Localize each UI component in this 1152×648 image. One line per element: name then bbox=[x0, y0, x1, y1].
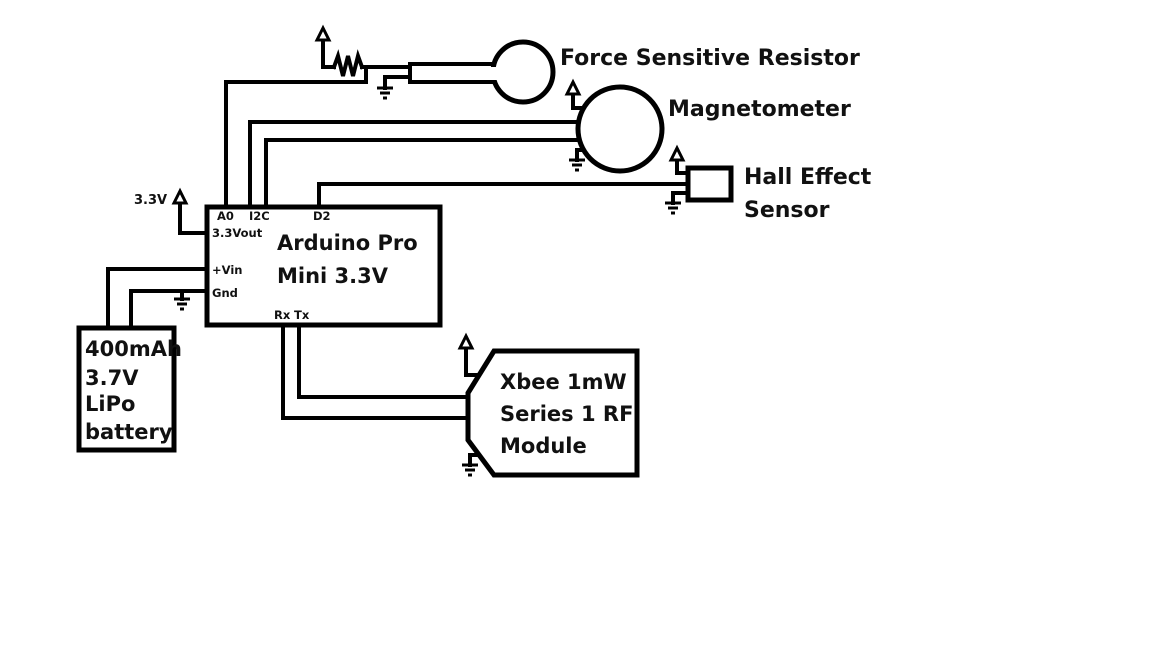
wire-d2-hall bbox=[317, 182, 689, 207]
wire-tx bbox=[297, 324, 469, 399]
wire-gnd bbox=[129, 289, 207, 329]
pin-rx-label: Rx bbox=[274, 308, 291, 322]
pin-vin-label: +Vin bbox=[212, 263, 242, 277]
wire-3v3out bbox=[178, 201, 207, 235]
supply-arrow-icon bbox=[668, 144, 686, 162]
xbee-label-line1: Xbee 1mW bbox=[500, 370, 627, 394]
lipo-battery: 400mAh 3.7V LiPo battery bbox=[76, 325, 182, 453]
wire-i2c-sda bbox=[248, 120, 582, 207]
pin-gnd-label: Gnd bbox=[212, 286, 238, 300]
force-sensitive-resistor: Force Sensitive Resistor bbox=[408, 39, 860, 105]
wire-fsr-supply bbox=[321, 38, 336, 69]
wire-fsr-gnd bbox=[383, 75, 412, 90]
pin-3v3out-label: 3.3Vout bbox=[212, 226, 263, 240]
ground-icon bbox=[377, 86, 393, 100]
xbee-module: Xbee 1mW Series 1 RF Module bbox=[465, 348, 640, 478]
ground-icon bbox=[174, 297, 190, 311]
ground-icon bbox=[569, 158, 585, 172]
supply-arrow-icon bbox=[171, 187, 189, 205]
hall-label-line1: Hall Effect bbox=[744, 165, 872, 190]
battery-label-line2: 3.7V bbox=[85, 366, 139, 390]
hall-label-line2: Sensor bbox=[744, 198, 830, 223]
magnetometer: Magnetometer bbox=[575, 84, 851, 174]
battery-label-line1: 400mAh bbox=[85, 337, 182, 361]
pin-tx-label: Tx bbox=[294, 308, 310, 322]
ground-icon bbox=[665, 201, 681, 215]
arduino-label-line2: Mini 3.3V bbox=[277, 264, 389, 288]
magnetometer-label: Magnetometer bbox=[668, 97, 851, 122]
hall-effect-sensor: Hall Effect Sensor bbox=[685, 165, 872, 223]
wire-hall-supply bbox=[675, 158, 689, 175]
supply-arrow-icon bbox=[564, 78, 582, 96]
wire-a0-fsr bbox=[224, 65, 368, 207]
ground-symbols bbox=[174, 86, 681, 477]
xbee-label-line2: Series 1 RF bbox=[500, 402, 633, 426]
supply-arrow-icon bbox=[457, 332, 475, 350]
wire-vin bbox=[106, 267, 207, 329]
fsr-label: Force Sensitive Resistor bbox=[560, 46, 860, 71]
xbee-label-line3: Module bbox=[500, 434, 587, 458]
wire-xbee-gnd bbox=[468, 453, 480, 467]
wire-i2c-scl bbox=[264, 138, 582, 207]
supply-arrow-icon bbox=[314, 24, 332, 42]
wires bbox=[106, 38, 689, 467]
pin-i2c-label: I2C bbox=[249, 209, 270, 223]
battery-label-line3: LiPo bbox=[85, 392, 135, 416]
ground-icon bbox=[462, 463, 478, 477]
arduino-board: A0 I2C D2 3.3Vout +Vin Gnd Rx Tx Arduino… bbox=[204, 204, 443, 328]
supply-arrows bbox=[171, 24, 686, 350]
wire-hall-gnd bbox=[671, 191, 689, 205]
resistor-zigzag bbox=[331, 49, 365, 77]
pin-d2-label: D2 bbox=[313, 209, 331, 223]
supply-voltage-label: 3.3V bbox=[134, 193, 167, 208]
pin-a0-label: A0 bbox=[217, 209, 234, 223]
wire-xbee-supply bbox=[464, 346, 483, 377]
wire-rx bbox=[281, 324, 469, 420]
arduino-label-line1: Arduino Pro bbox=[277, 231, 418, 255]
battery-label-line4: battery bbox=[85, 420, 173, 444]
